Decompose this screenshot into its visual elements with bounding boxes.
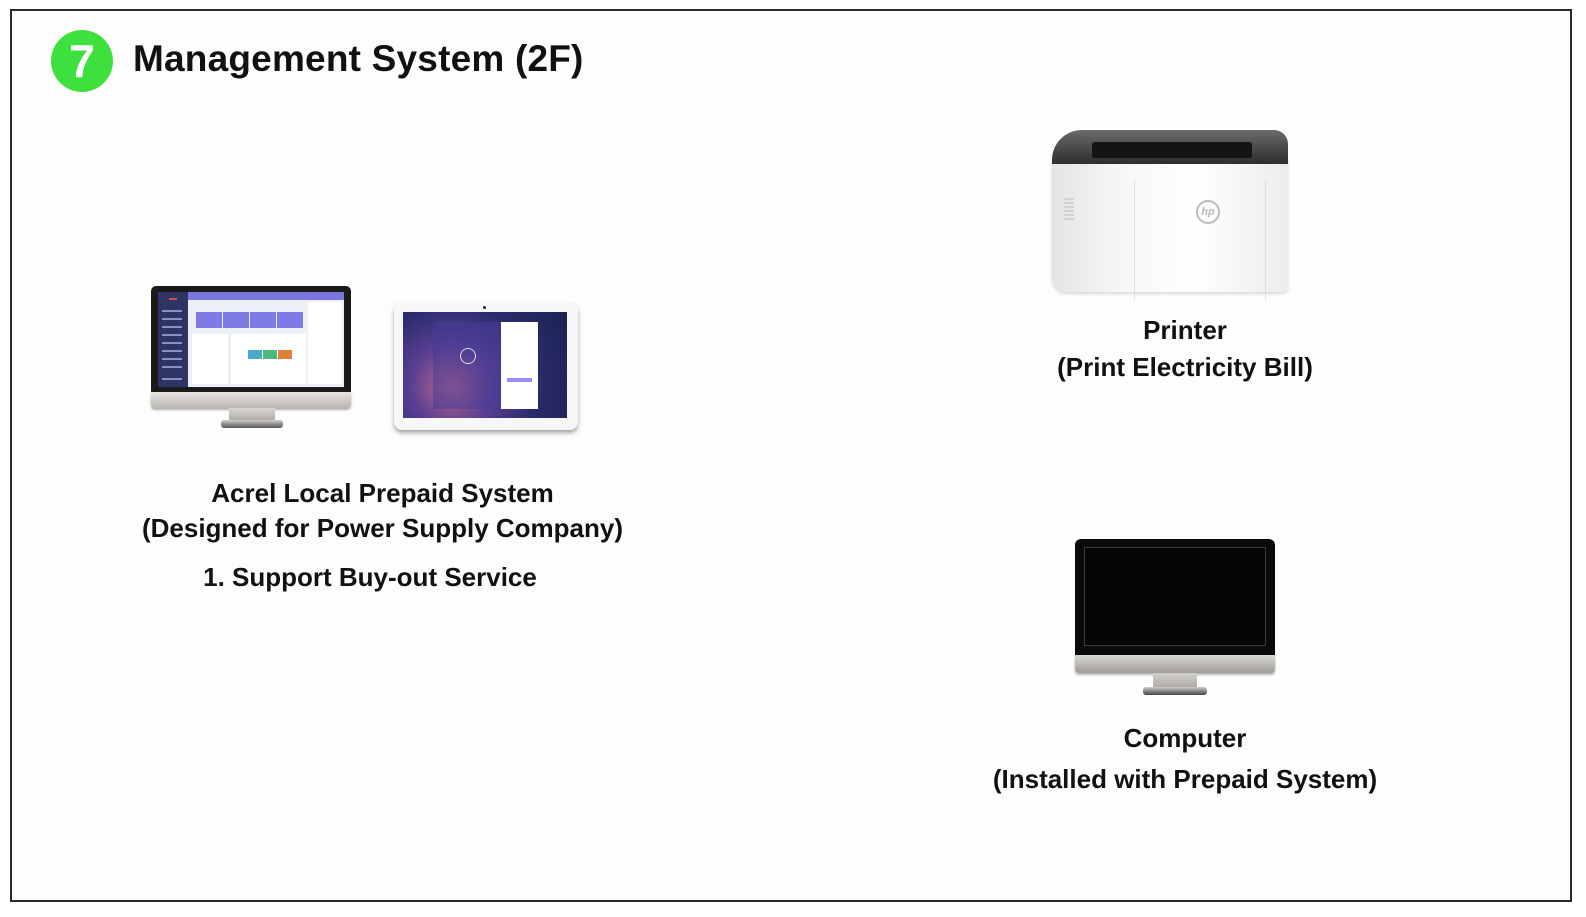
printer-front [1134,180,1266,300]
slide-frame [10,9,1572,902]
login-screen [403,312,567,418]
paper-output-slot [1092,142,1252,158]
dashboard-tile [223,312,249,328]
monitor-foot [221,420,283,428]
caption-line: Computer [1123,723,1247,753]
monitor-stand [229,408,275,422]
hp-logo-icon: hp [1196,200,1220,224]
printer-top [1052,130,1288,164]
monitor-stand [1153,673,1197,689]
prepaid-system-caption: Acrel Local Prepaid System (Designed for… [110,476,655,546]
dashboard-tile [277,312,303,328]
dashboard-panel [192,334,228,384]
monitor-chin [1075,655,1275,673]
dashboard-chip [263,350,277,359]
dashboard-chip [248,350,262,359]
tablet-icon [394,302,578,430]
dashboard-panel [308,302,342,384]
monitor-bezel [151,286,351,392]
dashboard-sidebar [158,292,188,387]
caption-line: Printer [1143,315,1227,345]
dashboard-tile [196,312,222,328]
printer-vent [1064,198,1074,220]
printer-body [1052,158,1288,300]
caption-line: Acrel Local Prepaid System [211,478,554,508]
monitor-screen [1084,547,1266,646]
computer-monitor-icon [1075,539,1275,701]
desktop-monitor-icon [151,286,351,446]
monitor-foot [1143,687,1207,695]
step-number-badge: 7 [51,30,113,92]
computer-caption: Computer (Installed with Prepaid System) [970,718,1400,800]
caption-line: (Print Electricity Bill) [1057,352,1313,382]
printer-icon: hp [1050,128,1290,300]
dashboard-tile [250,312,276,328]
login-overlay [433,322,501,409]
printer-caption: Printer (Print Electricity Bill) [1030,312,1340,386]
dashboard-panel [231,334,306,384]
monitor-bezel [1075,539,1275,655]
dashboard-topbar [188,292,344,300]
login-panel [501,322,538,409]
monitor-chin [151,392,351,408]
caption-line: (Designed for Power Supply Company) [141,513,624,543]
tablet-camera [483,306,486,309]
feature-item: 1. Support Buy-out Service [203,562,537,592]
step-number: 7 [69,35,95,87]
login-button-graphic [507,378,532,382]
page-title: Management System (2F) [133,38,584,79]
dashboard-screen [158,292,344,387]
fingerprint-icon [460,348,476,364]
dashboard-chip [278,350,292,359]
caption-line: (Installed with Prepaid System) [992,764,1378,794]
